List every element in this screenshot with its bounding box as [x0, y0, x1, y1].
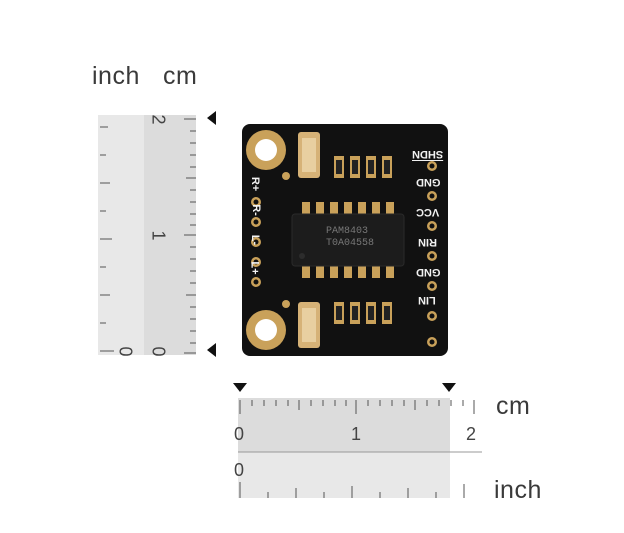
pin-label-gnd-2: GND [416, 266, 441, 278]
amplifier-board [242, 124, 448, 356]
vertical-cm-tick-1: 1 [148, 230, 169, 241]
vertical-ruler: 2 1 0 0 [98, 114, 200, 357]
pin-label-r-plus: R+ [249, 176, 262, 192]
horizontal-ruler: 0 1 2 0 [234, 398, 488, 500]
pin-label-l-minus: L- [249, 234, 262, 246]
vertical-cm-tick-2: 2 [148, 114, 169, 125]
horizontal-inch-strip [238, 452, 450, 498]
pin-label-vcc: VCC [416, 206, 440, 218]
horizontal-cm-tick-2: 2 [466, 424, 477, 444]
horizontal-marker-arrows [233, 383, 456, 392]
cm-label-bottom: cm [496, 392, 531, 420]
inch-label-bottom: inch [494, 476, 542, 504]
mount-hole-top [246, 130, 286, 170]
pin-label-r-minus: R- [249, 204, 262, 216]
vertical-cm-tick-0: 0 [148, 346, 169, 357]
inch-label-top: inch [92, 62, 140, 90]
vertical-inch-tick-0: 0 [115, 346, 136, 357]
pin-label-rin: RIN [418, 236, 437, 248]
horizontal-cm-tick-1: 1 [351, 424, 362, 444]
vertical-marker-arrows [207, 111, 216, 357]
vertical-ruler-ticks [100, 118, 196, 354]
pin-label-gnd-1: GND [416, 176, 441, 188]
pam8403-chip [291, 213, 405, 267]
pin-label-l-plus: L+ [248, 261, 261, 275]
horizontal-ruler-ticks [238, 400, 482, 498]
mount-hole-bottom [246, 310, 286, 350]
chip-label-2: T0A04558 [326, 238, 375, 249]
pin-label-lin: LIN [418, 294, 436, 306]
horizontal-cm-tick-0: 0 [234, 424, 245, 444]
chip-label-1: PAM8403 [326, 226, 369, 237]
pin-label-shdn: SHDN [412, 148, 444, 160]
horizontal-inch-tick-0: 0 [234, 460, 245, 480]
cm-label-top: cm [163, 62, 198, 90]
